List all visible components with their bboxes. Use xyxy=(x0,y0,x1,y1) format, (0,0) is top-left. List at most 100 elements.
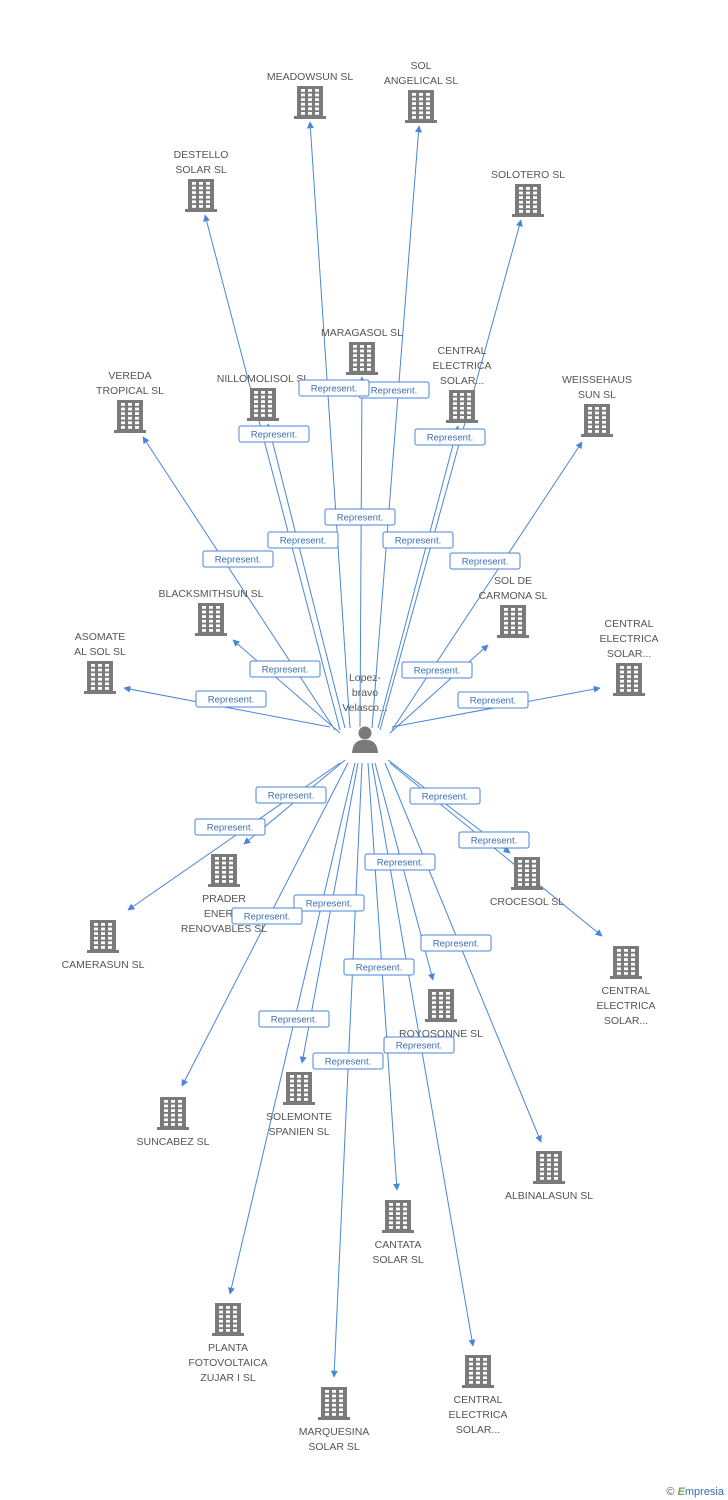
edge-weissehaus xyxy=(391,441,583,731)
edge-label-text: Represent. xyxy=(395,536,441,547)
edge-label-central-4[interactable]: Represent. xyxy=(383,1036,455,1054)
company-label: ZUJAR I SL xyxy=(200,1372,256,1384)
company-node-solotero[interactable]: SOLOTERO SL xyxy=(491,169,565,217)
company-node-central-1[interactable]: CENTRALELECTRICASOLAR... xyxy=(433,345,492,423)
edge-label-destello[interactable]: Represent. xyxy=(267,531,339,549)
edge-label-central-1[interactable]: Represent. xyxy=(382,531,454,549)
building-icon xyxy=(446,390,478,423)
edge-sol-carmona xyxy=(389,644,489,734)
edge-label-crocesol[interactable]: Represent. xyxy=(409,787,481,805)
company-label: SOLAR... xyxy=(440,375,484,387)
company-node-solemonte[interactable]: SOLEMONTE SPANIEN SL xyxy=(266,1072,332,1138)
company-node-crocesol[interactable]: CROCESOL SL xyxy=(490,857,564,908)
company-label: CROCESOL SL xyxy=(490,896,564,908)
edge-label-suncabez[interactable]: Represent. xyxy=(231,907,303,925)
edge-label-nillomolisol[interactable]: Represent. xyxy=(238,425,310,443)
company-node-weissehaus[interactable]: WEISSEHAUS SUN SL xyxy=(562,374,632,437)
company-node-blacksmithsun[interactable]: BLACKSMITHSUN SL xyxy=(158,588,264,636)
edge-nillomolisol xyxy=(266,423,346,729)
company-node-suncabez[interactable]: SUNCABEZ SL xyxy=(137,1097,210,1148)
company-node-central-4[interactable]: CENTRALELECTRICASOLAR... xyxy=(449,1355,508,1436)
company-label: SOLAR SL xyxy=(175,164,227,176)
building-icon xyxy=(405,90,437,123)
edge-label-text: Represent. xyxy=(262,665,308,676)
edge-planta xyxy=(228,762,356,1295)
edge-central-1 xyxy=(377,425,460,729)
company-label: SOLOTERO SL xyxy=(491,169,565,181)
company-label: SUN SL xyxy=(578,389,616,401)
edge-label-meadowsun[interactable]: Represent. xyxy=(324,508,396,526)
edge-label-cantata[interactable]: Represent. xyxy=(343,958,415,976)
company-label: FOTOVOLTAICA xyxy=(188,1357,267,1369)
company-label: SOLAR... xyxy=(607,648,651,660)
edge-label-planta[interactable]: Represent. xyxy=(258,1010,330,1028)
edge-label-sol-carmona[interactable]: Represent. xyxy=(401,661,473,679)
company-node-central-2[interactable]: CENTRALELECTRICASOLAR... xyxy=(600,618,659,696)
edge-label-solotero[interactable]: Represent. xyxy=(414,428,486,446)
company-label: CENTRAL xyxy=(437,345,486,357)
company-label: PRADER xyxy=(202,893,246,905)
edge-label-central-3[interactable]: Represent. xyxy=(458,831,530,849)
company-label: SPANIEN SL xyxy=(268,1126,329,1138)
company-label: VEREDA xyxy=(108,370,151,382)
company-node-royosonne[interactable]: ROYOSONNE SL xyxy=(399,989,483,1040)
edge-label-asomate[interactable]: Represent. xyxy=(195,690,267,708)
building-icon xyxy=(195,603,227,636)
person-icon xyxy=(352,726,378,753)
edge-label-marquesina[interactable]: Represent. xyxy=(312,1052,384,1070)
company-label: WEISSEHAUS xyxy=(562,374,632,386)
company-label: SOLAR SL xyxy=(308,1441,360,1453)
company-node-central-3[interactable]: CENTRALELECTRICASOLAR... xyxy=(597,946,656,1027)
edge-label-camerasun[interactable]: Represent. xyxy=(194,818,266,836)
edge-label-text: Represent. xyxy=(325,1057,371,1068)
company-node-albinalasun[interactable]: ALBINALASUN SL xyxy=(505,1151,593,1202)
company-node-maragasol[interactable]: MARAGASOL SL xyxy=(321,327,403,375)
footer-brand[interactable]: © Empresia xyxy=(666,1486,724,1498)
edge-label-text: Represent. xyxy=(356,963,402,974)
edge-label-albinalasun[interactable]: Represent. xyxy=(420,934,492,952)
edge-label-blacksmithsun[interactable]: Represent. xyxy=(249,660,321,678)
company-node-meadowsun[interactable]: MEADOWSUN SL xyxy=(267,71,354,119)
company-node-nillomolisol[interactable]: NILLOMOLISOL SL xyxy=(217,373,310,421)
edge-label-sol-angelical[interactable]: Represent. xyxy=(358,381,430,399)
building-icon xyxy=(208,854,240,887)
person-label: Lopez- xyxy=(349,672,382,684)
company-label: ELECTRICA xyxy=(597,1000,656,1012)
edge-label-text: Represent. xyxy=(268,791,314,802)
edge-label-maragasol[interactable]: Represent. xyxy=(298,379,370,397)
edge-cantata xyxy=(367,762,401,1191)
edge-label-central-2[interactable]: Represent. xyxy=(457,691,529,709)
edge-label-text: Represent. xyxy=(311,384,357,395)
company-label: ASOMATE xyxy=(75,631,126,643)
edge-label-royosonne[interactable]: Represent. xyxy=(364,853,436,871)
edge-label-weissehaus[interactable]: Represent. xyxy=(449,552,521,570)
company-label: SUNCABEZ SL xyxy=(137,1136,210,1148)
edge-labels-layer: Represent.Represent.Represent.Represent.… xyxy=(194,379,530,1070)
company-label: ANGELICAL SL xyxy=(384,75,458,87)
company-label: CAMERASUN SL xyxy=(62,959,145,971)
edge-label-text: Represent. xyxy=(471,836,517,847)
edge-label-vereda[interactable]: Represent. xyxy=(202,550,274,568)
edge-vereda xyxy=(142,436,336,731)
company-label: SOLEMONTE xyxy=(266,1111,332,1123)
building-icon xyxy=(318,1387,350,1420)
company-node-camerasun[interactable]: CAMERASUN SL xyxy=(62,920,145,971)
edge-label-text: Represent. xyxy=(208,695,254,706)
edge-label-prader[interactable]: Represent. xyxy=(255,786,327,804)
building-icon xyxy=(157,1097,189,1130)
building-icon xyxy=(346,342,378,375)
brand-initial: E xyxy=(677,1486,685,1498)
building-icon xyxy=(283,1072,315,1105)
edge-label-solemonte[interactable]: Represent. xyxy=(293,894,365,912)
center-person-node[interactable]: Lopez-bravoVelasco... xyxy=(342,672,388,753)
